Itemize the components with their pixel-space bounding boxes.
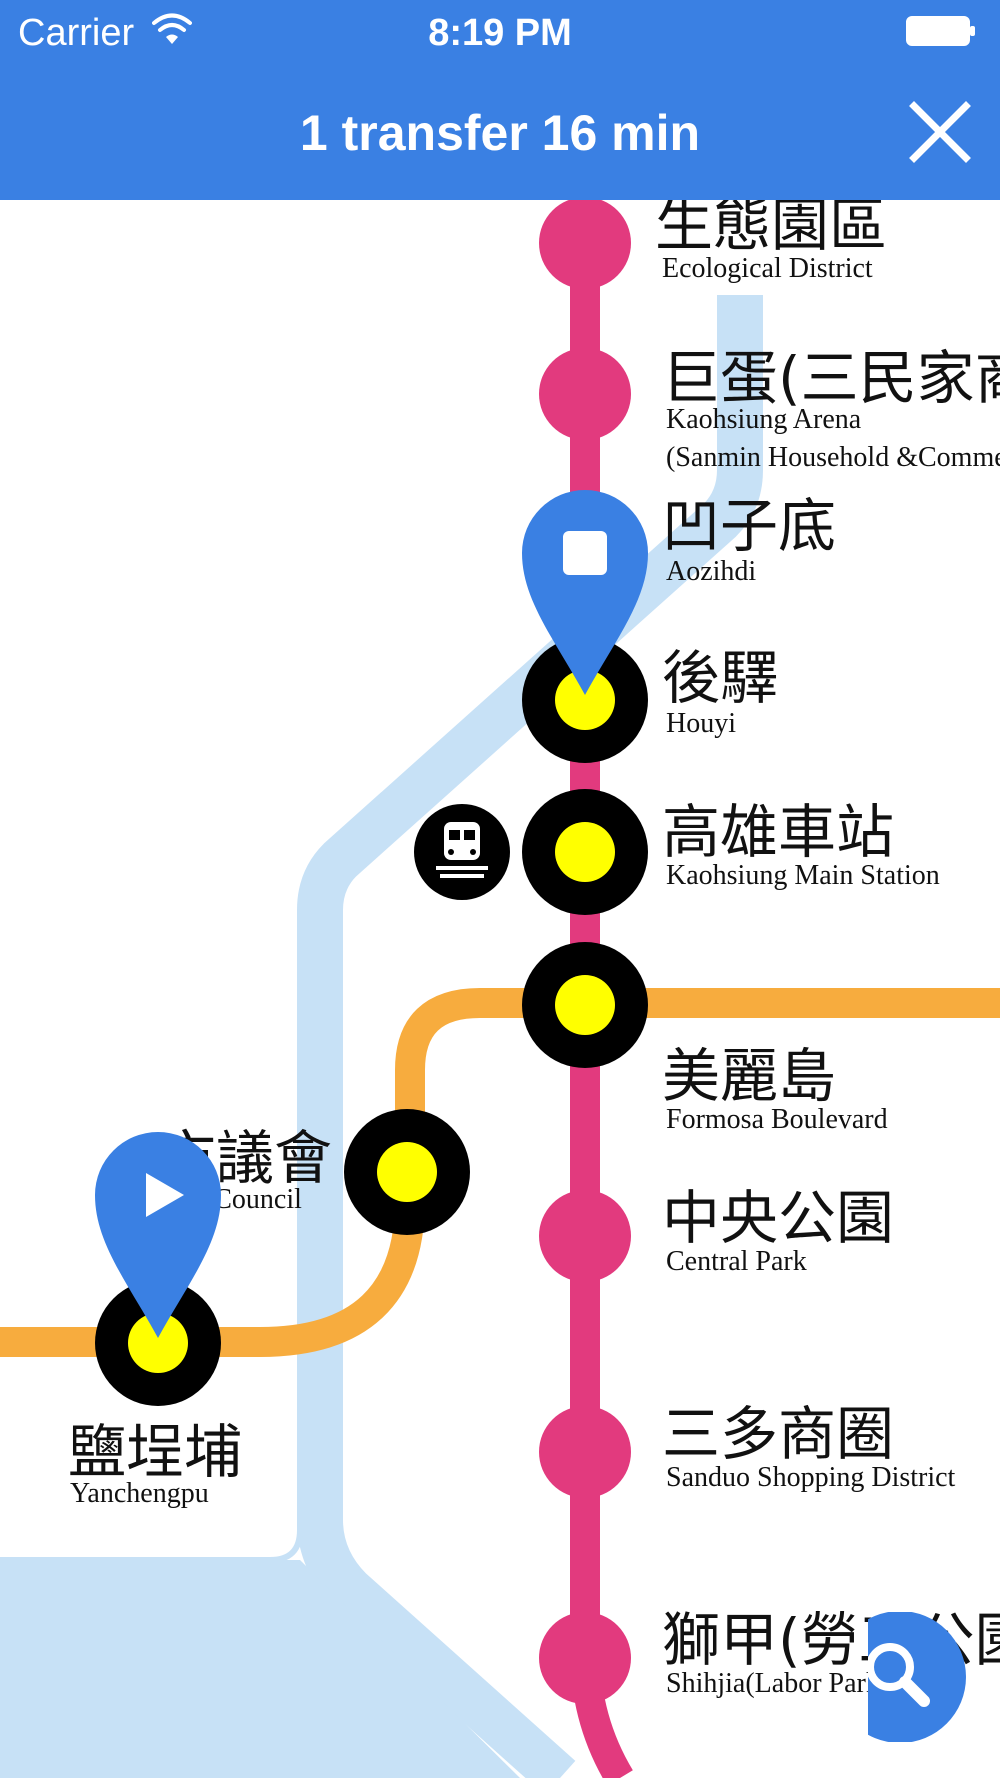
battery-icon (906, 16, 975, 46)
play-icon (146, 1173, 184, 1217)
start-pin[interactable] (95, 1132, 221, 1338)
station-central-park[interactable] (539, 1190, 631, 1282)
label-central-park-en: Central Park (666, 1246, 807, 1277)
stop-icon (563, 531, 607, 575)
label-formosa-en: Formosa Boulevard (666, 1104, 888, 1135)
search-icon (868, 1643, 930, 1707)
label-arena-zh: 巨蛋(三民家商) (662, 344, 1000, 412)
label-arena-en2: (Sanmin Household &Commercial) (666, 442, 1000, 473)
route-station-yanchengpu[interactable] (95, 1280, 221, 1406)
light-blue-area (0, 1560, 520, 1778)
close-icon[interactable] (908, 100, 972, 164)
label-yanchengpu-en: Yanchengpu (70, 1478, 209, 1509)
search-button[interactable] (868, 1612, 968, 1742)
label-main-station-zh: 高雄車站 (662, 798, 894, 866)
station-sanduo[interactable] (539, 1406, 631, 1498)
station-ecological[interactable] (539, 197, 631, 289)
light-blue-edge (0, 1500, 303, 1563)
label-houyi-zh: 後驛 (662, 644, 778, 712)
route-summary-title: 1 transfer 16 min (299, 105, 701, 161)
label-aozihdi-zh: 凹子底 (662, 492, 836, 560)
label-yanchengpu-zh: 鹽埕埔 (68, 1418, 242, 1486)
light-blue-line (297, 295, 763, 1778)
station-arena[interactable] (539, 348, 631, 440)
route-station-formosa[interactable] (522, 942, 648, 1068)
end-pin[interactable] (522, 490, 648, 695)
label-ecological-zh: 生態園區 (655, 191, 887, 259)
route-station-main[interactable] (522, 789, 648, 915)
label-houyi-en: Houyi (666, 708, 736, 739)
header-bar: Carrier 8:19 PM 1 transfer 16 min (0, 0, 1000, 200)
station-shihjia[interactable] (539, 1612, 631, 1704)
label-sanduo-en: Sanduo Shopping District (666, 1462, 956, 1493)
route-station-council[interactable] (344, 1109, 470, 1235)
label-shihjia-en: Shihjia(Labor Park) (666, 1668, 889, 1699)
wifi-icon (152, 13, 192, 44)
route-station-houyi[interactable] (522, 637, 648, 763)
label-formosa-zh: 美麗島 (662, 1042, 836, 1110)
label-aozihdi-en: Aozihdi (666, 556, 756, 587)
label-central-park-zh: 中央公園 (662, 1184, 894, 1252)
carrier-label: Carrier (18, 12, 135, 54)
label-ecological-en: Ecological District (662, 253, 873, 284)
label-main-station-en: Kaohsiung Main Station (666, 860, 940, 891)
label-arena-en: Kaohsiung Arena (666, 404, 862, 435)
train-icon (414, 804, 510, 900)
label-sanduo-zh: 三多商圈 (662, 1400, 894, 1468)
status-time: 8:19 PM (428, 12, 572, 54)
